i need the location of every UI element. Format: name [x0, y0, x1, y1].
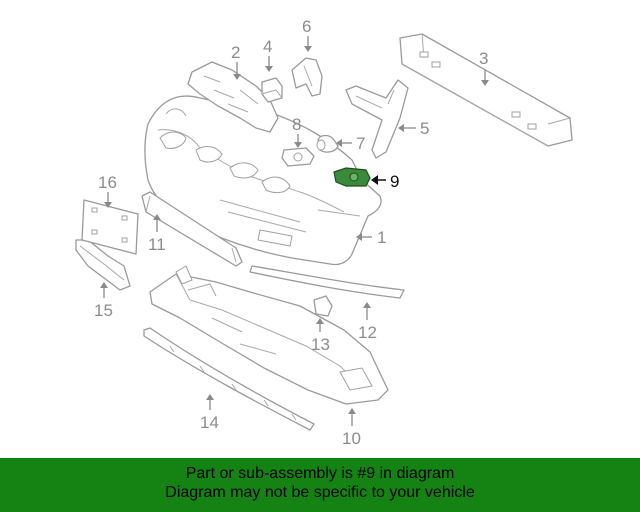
lower-spoiler-part — [143, 327, 315, 431]
callout-4: 4 — [263, 37, 272, 56]
callout-6: 6 — [302, 17, 311, 36]
upper-bracket-part — [291, 57, 323, 97]
undertray-shield-part — [149, 265, 389, 405]
lower-strip-part — [141, 191, 243, 267]
callout-3: 3 — [479, 49, 488, 68]
callout-16: 16 — [98, 173, 117, 192]
callout-9: 9 — [390, 172, 399, 191]
corner-bracket-part — [75, 239, 131, 291]
callout-15: 15 — [94, 301, 113, 320]
callout-10: 10 — [342, 429, 361, 448]
banner-line-2: Diagram may not be specific to your vehi… — [165, 484, 475, 501]
callout-12: 12 — [358, 323, 377, 342]
small-bracket-part — [313, 295, 333, 317]
molding-strip-part — [249, 265, 405, 299]
energy-absorber-part — [187, 61, 279, 133]
sensor-holder-part — [281, 147, 315, 167]
clip-part-4 — [261, 77, 283, 103]
highlighted-part-9[interactable] — [333, 167, 371, 187]
callout-13: 13 — [311, 335, 330, 354]
callout-5: 5 — [420, 119, 429, 138]
callout-1: 1 — [377, 228, 386, 247]
callout-7: 7 — [356, 134, 365, 153]
sensor-part — [316, 134, 339, 153]
reinforcement-bar-part — [399, 33, 573, 147]
license-plate-bracket-part — [81, 199, 139, 255]
banner-line-1: Part or sub-assembly is #9 in diagram — [185, 465, 455, 482]
callout-labels: 1 2 3 4 5 6 7 8 9 10 11 12 13 14 15 16 — [94, 17, 488, 448]
side-bracket-part — [345, 79, 409, 159]
leader-lines — [100, 36, 489, 426]
parts-diagram: 1 2 3 4 5 6 7 8 9 10 11 12 13 14 15 16 — [75, 17, 573, 448]
callout-2: 2 — [231, 43, 240, 62]
info-banner: Part or sub-assembly is #9 in diagram Di… — [0, 458, 640, 512]
callout-11: 11 — [148, 235, 166, 254]
callout-8: 8 — [292, 115, 301, 134]
callout-14: 14 — [200, 413, 219, 432]
